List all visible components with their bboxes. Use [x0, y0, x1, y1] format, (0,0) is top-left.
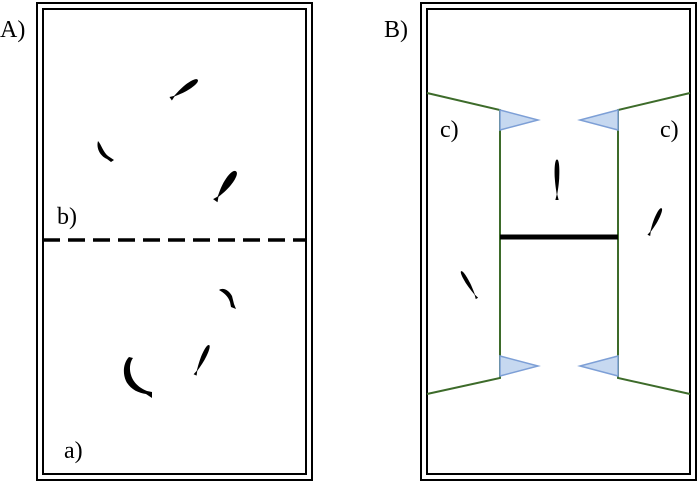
fish-icon — [212, 168, 240, 203]
fish-icon — [219, 288, 236, 309]
fish-icon — [554, 159, 560, 200]
fish-icon — [646, 207, 664, 237]
fish-icon — [168, 77, 200, 102]
panel-a-zone-label: a) — [64, 438, 83, 464]
panel-a-label: A) — [0, 17, 25, 43]
panel-b-right-chamber-label: c) — [660, 117, 679, 143]
fish-icon — [192, 344, 212, 376]
panel-a-divider-label: b) — [57, 204, 77, 230]
funnel-flaps — [499, 109, 619, 377]
flap-bottom-left — [499, 355, 541, 377]
fish-icon — [123, 357, 152, 398]
funnel-walls — [426, 92, 691, 395]
panel-a: A) b) a) — [0, 2, 313, 481]
flap-top-left — [499, 109, 541, 131]
flap-top-right — [577, 109, 619, 131]
panel-b-tank-inner — [426, 8, 691, 475]
panel-a-tank-outer — [36, 2, 313, 481]
fish-icon — [97, 141, 114, 162]
panel-b-tank-outer — [420, 2, 697, 481]
fish-icon — [459, 270, 479, 300]
panel-b: B) c) c) — [384, 2, 697, 481]
panel-b-label: B) — [384, 17, 408, 43]
panel-b-left-chamber-label: c) — [440, 117, 459, 143]
flap-bottom-right — [577, 355, 619, 377]
